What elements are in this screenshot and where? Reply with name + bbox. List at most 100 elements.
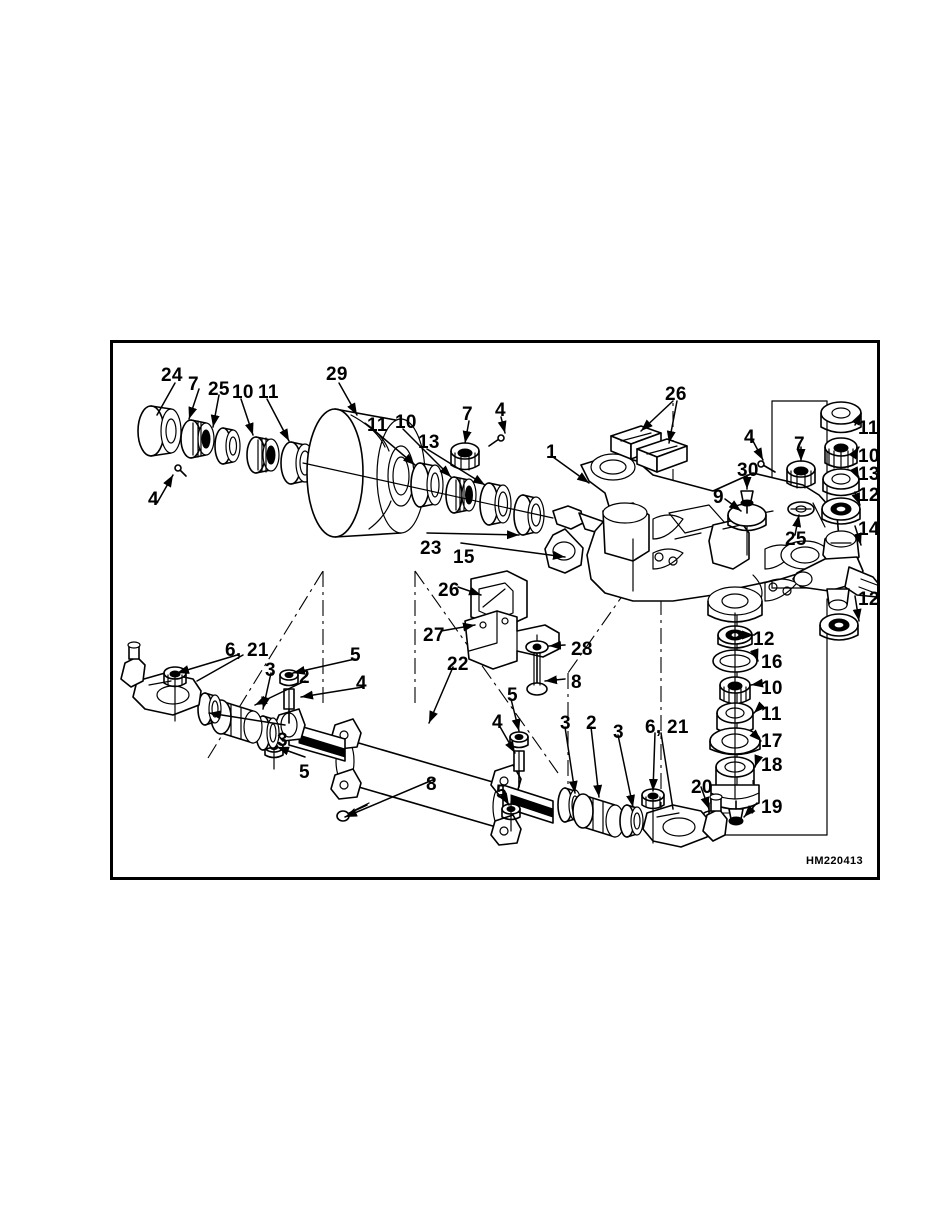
callout-18-bushing: 18 bbox=[761, 755, 783, 776]
part-2-tie-rod-end-right bbox=[572, 793, 625, 838]
part-29-wheel-hub bbox=[306, 408, 426, 538]
callout-12-thrust-washer: 12 bbox=[753, 629, 775, 650]
callout-3-clamp: 3 bbox=[613, 722, 624, 743]
part-8-bolt-tie-rod bbox=[336, 802, 370, 822]
part-4-cotter-pin-right bbox=[757, 460, 776, 473]
callout-17-retainer: 17 bbox=[761, 731, 783, 752]
callout-4-cotter-pin: 4 bbox=[356, 673, 367, 694]
part-12-thrust-washer-lower-knuckle bbox=[819, 613, 859, 641]
part-3-clamp-left-outer bbox=[197, 692, 222, 726]
callout-10-bearing-cone: 10 bbox=[232, 382, 254, 403]
part-3-clamp-right-outer bbox=[619, 804, 644, 838]
callout-10-bearing-cone: 10 bbox=[761, 678, 783, 699]
part-5-nut-right-upper bbox=[509, 731, 529, 749]
callout-9-cap: 9 bbox=[713, 487, 724, 508]
callout-4-cotter-pin: 4 bbox=[495, 400, 506, 421]
part-4-cotter-pin-tie-left bbox=[283, 688, 295, 724]
callout-30-grease-fitting: 30 bbox=[737, 460, 759, 481]
callout-25-lock-washer: 25 bbox=[208, 379, 230, 400]
right-kingpin-upper-stack bbox=[786, 401, 862, 525]
figure-id: HM220413 bbox=[805, 855, 863, 867]
part-8-bolt-bracket bbox=[526, 652, 548, 696]
part-24-hub-cap bbox=[137, 405, 182, 457]
callout-5-nut: 5 bbox=[507, 685, 518, 706]
callout-14-steering-knuckle: 14 bbox=[858, 519, 880, 540]
callout-28-washer: 28 bbox=[571, 639, 593, 660]
callout-29-wheel-hub: 29 bbox=[326, 364, 348, 385]
callout-22-tie-rod-tube: 22 bbox=[447, 654, 469, 675]
inner-bearing-stack bbox=[302, 462, 554, 536]
callout-10-bearing-cone: 10 bbox=[395, 412, 417, 433]
callout-13-seal: 13 bbox=[858, 464, 880, 485]
part-10-bearing-cone-right bbox=[824, 437, 858, 470]
callout-5-nut: 5 bbox=[350, 645, 361, 666]
callout-26-shim-bar: 26 bbox=[665, 384, 687, 405]
callout-15-steering-arm: 15 bbox=[453, 547, 475, 568]
callout-7-nut: 7 bbox=[794, 434, 805, 455]
lower-kingpin-stack bbox=[702, 586, 763, 826]
callout-7-nut: 7 bbox=[462, 404, 473, 425]
callout-16-o-ring: 16 bbox=[761, 652, 783, 673]
callout-7-spindle-nut: 7 bbox=[188, 374, 199, 395]
callout-5-nut: 5 bbox=[496, 782, 507, 803]
callout-10-bearing-cone: 10 bbox=[858, 446, 880, 467]
part-26-shim-block bbox=[470, 570, 528, 628]
callout-12-thrust-washer: 12 bbox=[858, 589, 880, 610]
tie-rod-end-body-left bbox=[120, 641, 202, 716]
callout-2-tie-rod-end: 2 bbox=[586, 713, 597, 734]
exploded-view-artwork: .o{fill:none;stroke:#000;stroke-width:1.… bbox=[120, 382, 877, 848]
callout-26-shim-block: 26 bbox=[438, 580, 460, 601]
part-4-cotter-pin-left-kingpin bbox=[488, 434, 505, 447]
callout-6-21-nut-and-cotter-pin: 6, 21 bbox=[645, 717, 689, 738]
part-10-bearing-cone-inner bbox=[445, 476, 477, 514]
part-23-oil-seal bbox=[513, 494, 545, 536]
callout-24-hub-cap: 24 bbox=[161, 365, 183, 386]
part-10-bearing-cone bbox=[246, 436, 280, 474]
callout-20-plug: 20 bbox=[691, 777, 713, 798]
figure-frame: .o{fill:none;stroke:#000;stroke-width:1.… bbox=[110, 340, 880, 880]
part-5-nut-right-lower bbox=[501, 800, 521, 832]
callout-4-cotter-pin: 4 bbox=[744, 427, 755, 448]
callout-11-bearing-cup: 11 bbox=[258, 382, 279, 403]
callout-19-grease-fitting: 19 bbox=[761, 797, 783, 818]
callout-6-21-nut-and-cotter-pin: 6, 21 bbox=[225, 640, 269, 661]
part-28-washer bbox=[525, 640, 549, 654]
callout-8-bolt: 8 bbox=[571, 672, 582, 693]
part-19-grease-fitting-low bbox=[728, 800, 744, 826]
part-25-lock-washer-right bbox=[787, 501, 815, 517]
part-7-nut-left-kingpin bbox=[450, 442, 480, 471]
callout-3-clamp: 3 bbox=[265, 660, 276, 681]
part-13-seal-right bbox=[822, 468, 860, 497]
part-25-lock-washer bbox=[214, 427, 241, 465]
callout-25-lock-washer: 25 bbox=[785, 529, 807, 550]
part-13-seal bbox=[479, 482, 512, 526]
callout-5-nut: 5 bbox=[299, 762, 310, 783]
callout-11-bearing-cup: 11 bbox=[367, 415, 388, 436]
part-30-grease-fitting bbox=[740, 490, 754, 514]
callout-13-seal: 13 bbox=[418, 432, 440, 453]
part-6-21-nut-pin-right bbox=[641, 788, 665, 844]
part-4-cotter-pin-left bbox=[174, 464, 187, 477]
part-7-spindle-nut bbox=[180, 419, 215, 459]
callout-12-thrust-washer: 12 bbox=[858, 485, 880, 506]
tie-rod-right-joint bbox=[502, 784, 554, 824]
leader-lines bbox=[156, 382, 862, 818]
part-27-mounting-bracket bbox=[464, 610, 560, 670]
part-1-axle-housing bbox=[580, 453, 840, 602]
callout-4-cotter-pin: 4 bbox=[492, 712, 503, 733]
part-7-nut-right bbox=[786, 460, 816, 489]
callout-3-clamp: 3 bbox=[277, 730, 288, 751]
part-4-cotter-pin-tie-right bbox=[513, 750, 525, 788]
callout-27-mounting-bracket: 27 bbox=[423, 625, 445, 646]
callout-2-tie-rod-end: 2 bbox=[299, 667, 310, 688]
left-hub-bearing-stack bbox=[137, 405, 315, 485]
part-5-nut-left-upper bbox=[279, 669, 299, 687]
part-14-steering-knuckle bbox=[792, 530, 877, 611]
callout-1-axle-housing: 1 bbox=[546, 442, 557, 463]
callout-11-bearing-cup: 11 bbox=[858, 418, 879, 439]
callout-3-clamp: 3 bbox=[560, 713, 571, 734]
callout-4-cotter-pin: 4 bbox=[148, 489, 159, 510]
callout-11-bearing-cup: 11 bbox=[761, 704, 782, 725]
callout-8-bolt: 8 bbox=[426, 774, 437, 795]
